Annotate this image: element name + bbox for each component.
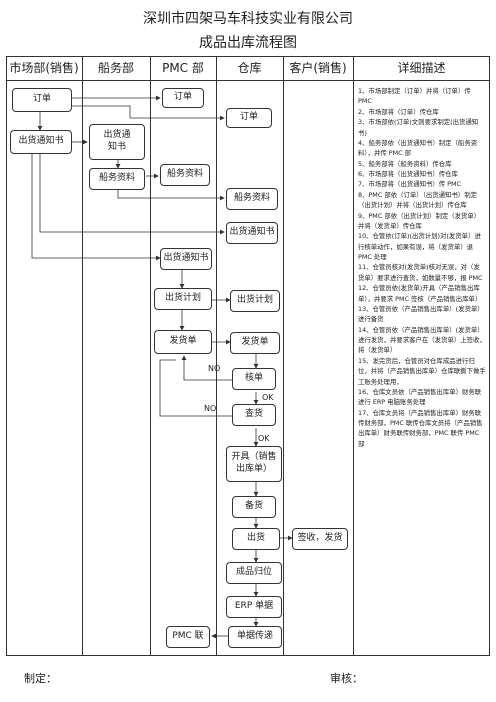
dispatch-warehouse-box: 发货单 [230, 332, 280, 354]
doc-transfer-box: 单据传递 [228, 626, 282, 648]
check-goods-box: 查货 [232, 404, 276, 426]
column-header-warehouse: 仓库 [237, 61, 262, 75]
column-header-description: 详细描述 [397, 61, 446, 75]
description-item: 3、市场部依(订单)文则要求制定(出货通知书) [358, 118, 479, 137]
erp-box: ERP 单据 [226, 596, 282, 618]
order-market-box: 订单 [12, 88, 72, 112]
description-item: 1、市场部制定（订单）并将（订单）传 PMC [358, 87, 471, 106]
document-title: 成品出库流程图 [199, 35, 297, 51]
notice-market-box: 出货通知书 [10, 130, 72, 154]
verify-box: 核单 [232, 368, 276, 390]
description-item: 7、市场部将（出货通知书）传 PMC [358, 180, 462, 189]
column-header-pmc: PMC 部 [162, 61, 204, 75]
column-divider [353, 56, 354, 656]
shipdata-shipping-box: 船务资料 [89, 168, 145, 190]
column-header-shipping: 船务部 [97, 61, 134, 75]
ok-label: OK [262, 393, 274, 402]
description-item: 11、仓管员核对(发货单)核对无误，对（发货单）要求进行查货，如数量不够，报 P… [358, 263, 483, 282]
shipdata-warehouse-box: 船务资料 [226, 188, 278, 210]
column-divider [82, 56, 83, 656]
plan-warehouse-box: 出货计划 [230, 290, 280, 312]
description-item: 16、仓库文员依（产品销售出库单）财务联进行 ERP 电脑账务处理 [358, 387, 482, 407]
plan-pmc-box: 出货计划 [154, 288, 212, 310]
description-item: 5、船务部将（船务资料）传仓库 [358, 159, 452, 168]
sign-box: 签收，发货 [292, 528, 348, 550]
description-item: 12、仓管员依(发货单)开具（产品销售出库单），并要求 PMC 签核（产品销售出… [358, 284, 482, 303]
description-item: 14、仓管员依（产品销售出库单）(发货单）进行发货，并要求客户在（发货单）上签收… [358, 325, 486, 355]
description-item: 9、PMC 部依（出货计划）制定（发货单）并将（发货单）传仓库 [358, 211, 481, 230]
prepare-box: 备货 [232, 496, 276, 518]
column-header-market: 市场部(销售) [9, 61, 79, 75]
column-divider [150, 56, 151, 656]
pmc-copy-box: PMC 联 [166, 626, 210, 648]
column-divider [216, 56, 217, 656]
notice-shipping-box: 出货通 知书 [89, 124, 145, 160]
no-label: NO [204, 404, 217, 413]
notice-warehouse-box: 出货通知书 [226, 222, 278, 244]
header-divider [6, 80, 490, 81]
company-name: 深圳市四架马车科技实业有限公司 [143, 11, 353, 27]
shipdata-pmc-box: 船务资料 [160, 164, 210, 186]
column-header-customer: 客户(销售) [289, 61, 347, 75]
description-item: 2、市场部将（订单）传仓库 [358, 107, 439, 116]
column-divider [283, 56, 284, 656]
ship-box: 出货 [232, 528, 280, 550]
returned-box: 成品归位 [226, 562, 282, 584]
no-label: NO [208, 364, 221, 373]
ok-label: OK [258, 434, 270, 443]
issue-note-box: 开具（销售 出库单） [226, 446, 282, 482]
description-item: 6、市场部将（出货通知书）传仓库 [358, 170, 458, 178]
made-by-label: 制定： [24, 672, 57, 685]
description-item: 15、发完货后，仓管员对仓库成品进行归位，并将（产品销售出库单）仓库联撕下做手工… [358, 356, 486, 386]
reviewed-by-label: 审核： [330, 672, 363, 685]
notice-pmc-box: 出货通知书 [160, 248, 212, 270]
description-item: 8、PMC 部依（订单）（出货通知书）制定（出货计划）并将（出货计划）传仓库 [358, 190, 477, 210]
order-warehouse-box: 订单 [226, 108, 272, 128]
order-pmc-box: 订单 [162, 88, 204, 108]
description-item: 4、船务部依（出货通知书）制定（船务资料），并传 PMC 部 [358, 138, 478, 158]
description-item: 10、仓管依(订单)(出货计划)对(发货单）进行核单动作，如果有误，将（发货单）… [358, 232, 481, 261]
flowchart-frame [6, 56, 490, 656]
description-item: 13、仓管员依（产品销售出库单）(发货单）进行备货 [358, 304, 484, 324]
dispatch-pmc-box: 发货单 [154, 330, 212, 354]
description-item: 17、仓库文员将（产品销售出库单）财务联传财务部，PMC 联传仓库文员将（产品销… [358, 408, 483, 448]
description-list: 1、市场部制定（订单）并将（订单）传 PMC 2、市场部将（订单）传仓库 3、市… [358, 86, 486, 449]
